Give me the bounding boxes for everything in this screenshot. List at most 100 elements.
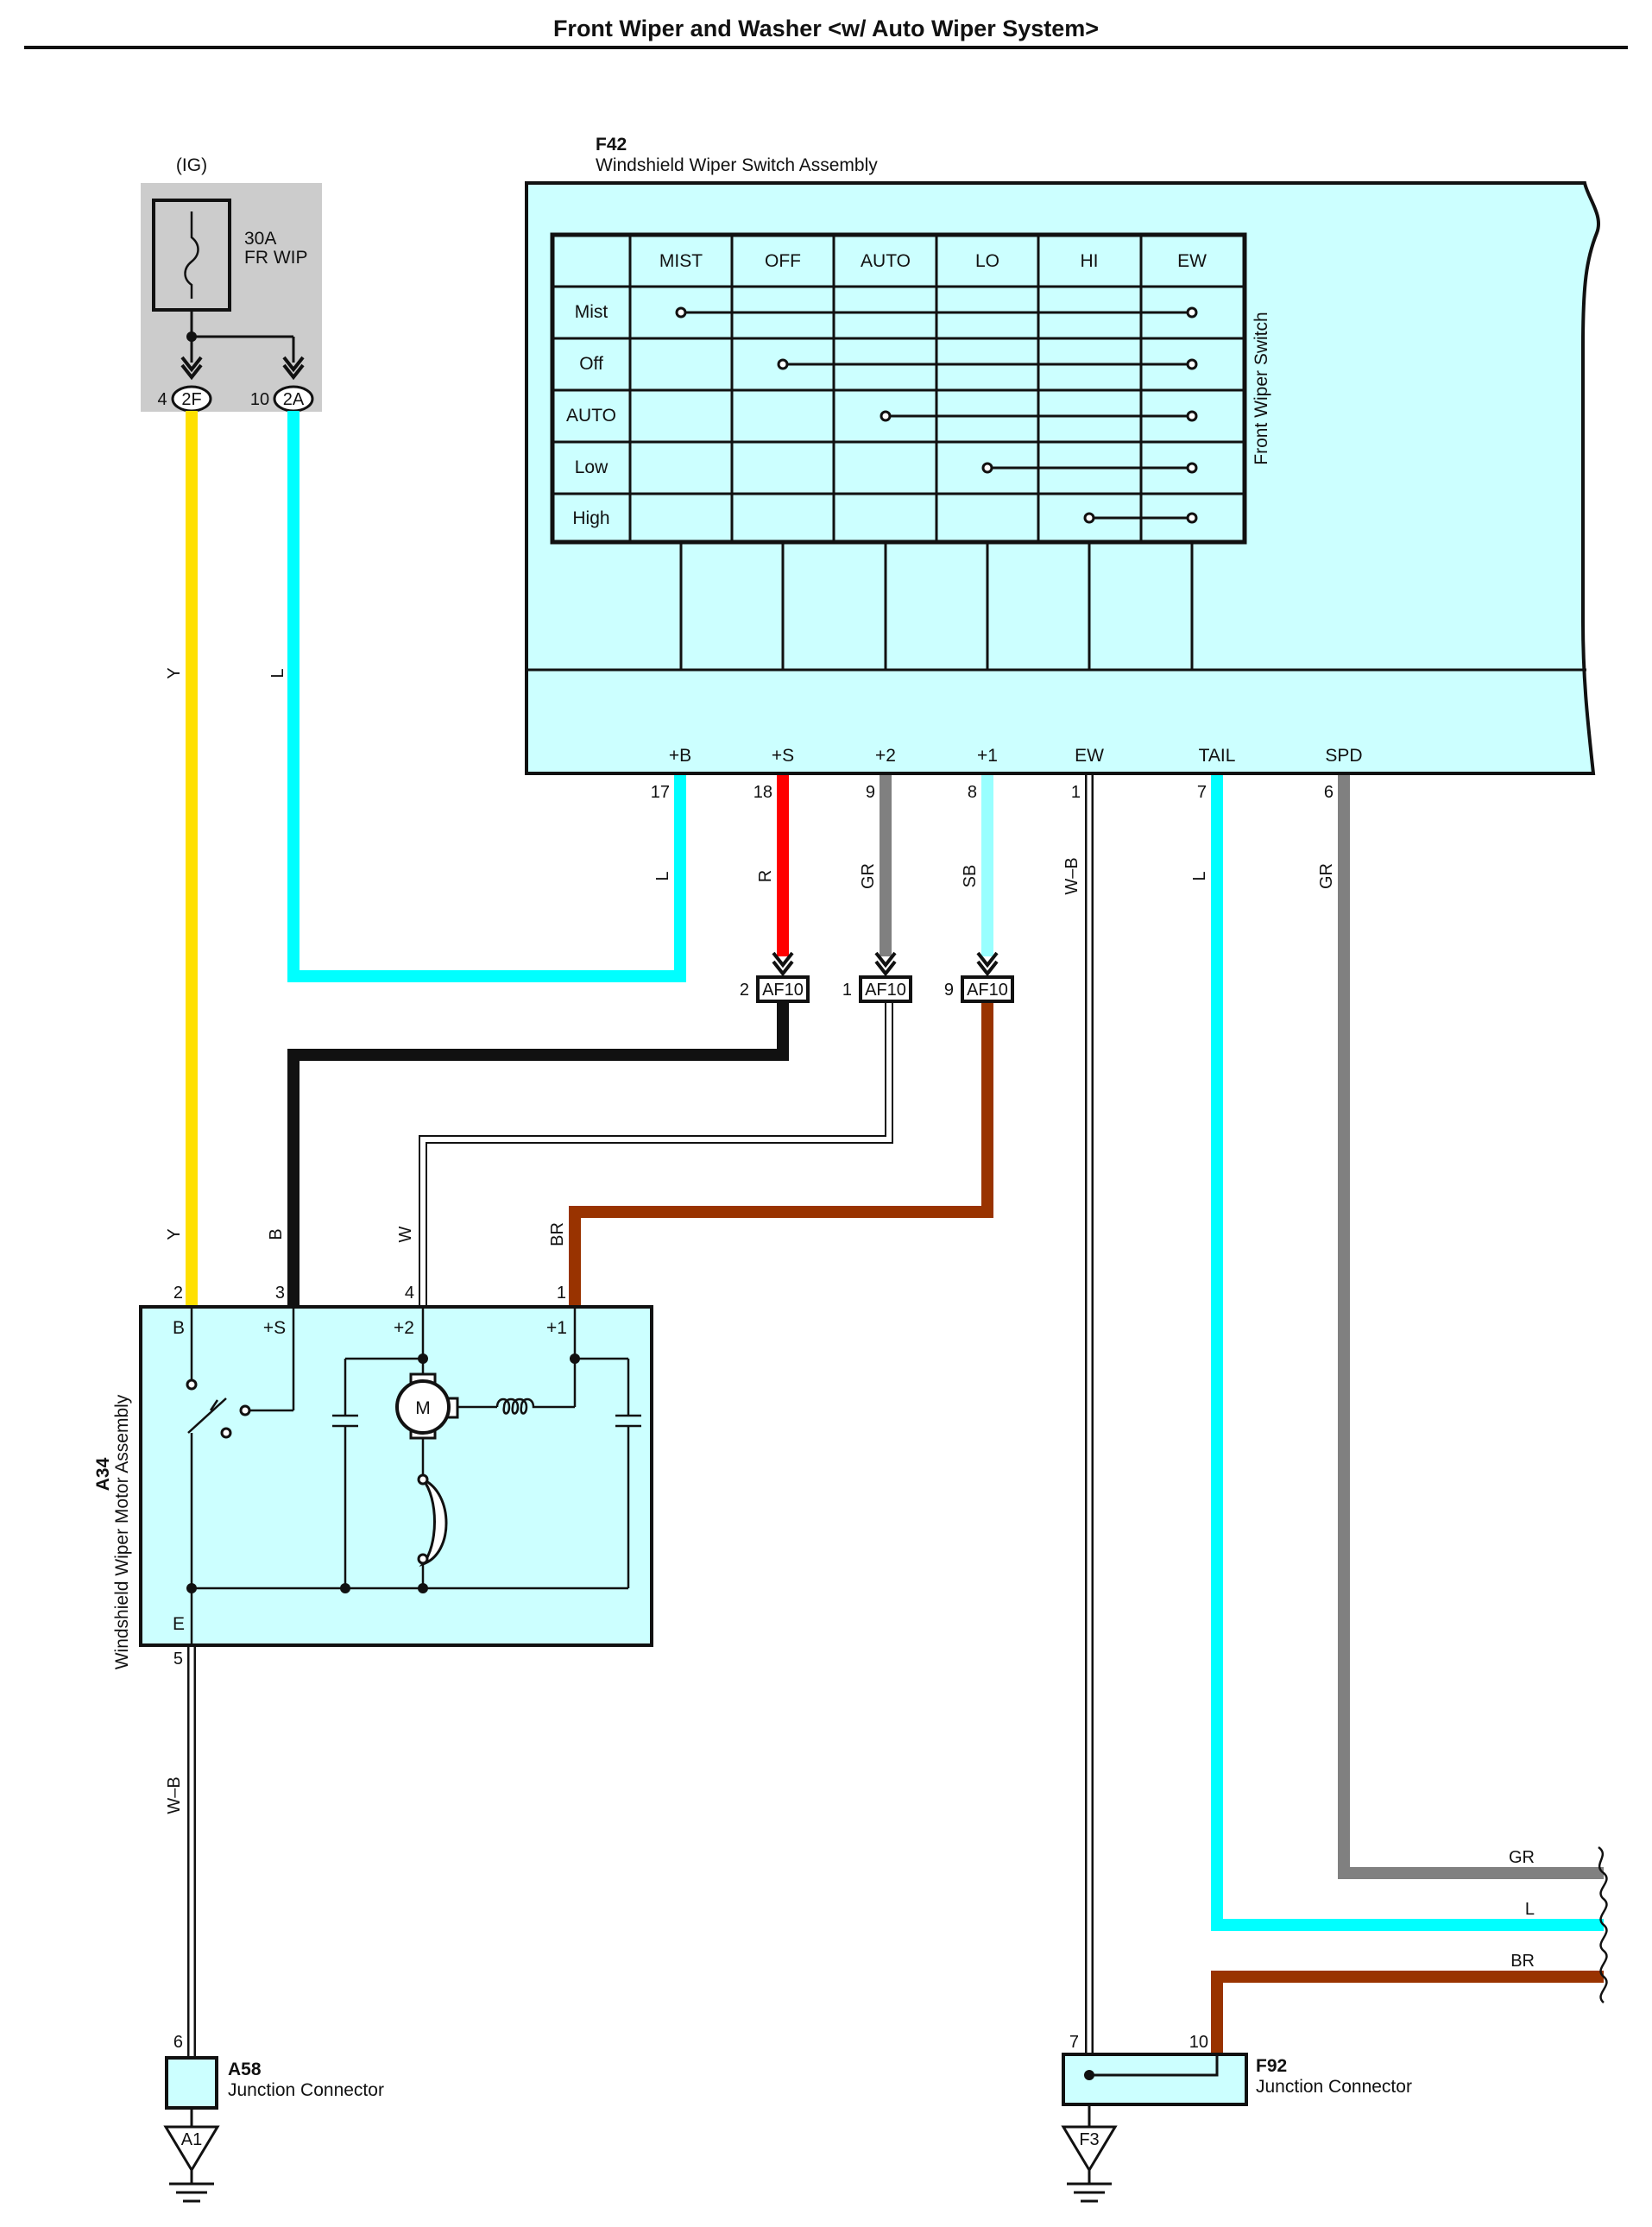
f92-code: F92 — [1256, 2056, 1287, 2076]
af10-label-a: AF10 — [762, 981, 804, 1000]
f92-ground-label: F3 — [1079, 2130, 1099, 2149]
switch-terminal-spd: SPD — [1325, 746, 1362, 766]
af10-chevron-icon — [772, 951, 794, 977]
switch-contact-point — [1083, 512, 1095, 524]
wire-label-motor-s: B — [267, 1228, 286, 1240]
wire-label-motor-b: Y — [165, 1228, 184, 1240]
wire-tail-l — [1211, 773, 1604, 1931]
wire-spd-gr — [1338, 773, 1604, 1879]
switch-contact-point — [675, 306, 687, 319]
switch-terminal-1: +1 — [977, 746, 998, 766]
switch-contact-point — [1186, 358, 1198, 370]
switch-side-label: Front Wiper Switch — [1252, 312, 1271, 464]
switch-terminal-ew: EW — [1075, 746, 1104, 766]
wire-b — [287, 1001, 789, 1307]
wire-label-motor-1: BR — [548, 1222, 567, 1246]
f92-pin-10: 10 — [1189, 2033, 1208, 2052]
col-header-auto: AUTO — [861, 251, 911, 271]
wire-label-sw-b: L — [653, 871, 672, 880]
motor-pin-5: 5 — [173, 1650, 183, 1669]
fuse-split-dot — [186, 331, 197, 342]
col-header-off: OFF — [765, 251, 801, 271]
fuse-block: (IG) 30A FR WIP 2F 4 2A 10 — [141, 155, 322, 413]
switch-pin-9: 9 — [866, 783, 875, 802]
wire-label-motor-2: W — [396, 1226, 415, 1242]
fuse-rating: 30A — [244, 229, 276, 249]
wire-label-y: Y — [165, 667, 184, 678]
fuse-source-label: (IG) — [176, 155, 207, 175]
junction-f92: 7 10 F92 Junction Connector F3 — [1061, 2033, 1412, 2203]
switch-pin-7: 7 — [1197, 783, 1207, 802]
motor-terminal-e: E — [173, 1614, 185, 1634]
motor-icon — [395, 1379, 451, 1435]
switch-contact-point — [880, 410, 892, 422]
junction-a58: 6 A58 Junction Connector A1 — [163, 2033, 384, 2203]
switch-terminal-tail: TAIL — [1199, 746, 1236, 766]
switch-pin-8: 8 — [968, 783, 977, 802]
wire-label-motor-e: W–B — [165, 1776, 184, 1814]
ground-icon — [163, 2125, 220, 2173]
switch-contact-point — [1186, 410, 1198, 422]
motor-symbol-label: M — [415, 1398, 431, 1418]
a58-code: A58 — [228, 2060, 262, 2079]
motor-pin-4: 4 — [405, 1284, 414, 1303]
row-header-high: High — [572, 508, 609, 528]
a58-name: Junction Connector — [228, 2080, 384, 2100]
switch-assembly: F42 Windshield Wiper Switch Assembly Fro… — [525, 135, 1600, 802]
af10-label-b: AF10 — [865, 981, 906, 1000]
wire-f92-br — [1211, 1971, 1604, 2054]
wire-label-cont-l: L — [1525, 1900, 1535, 1919]
fuse-name: FR WIP — [244, 248, 308, 268]
f92-pin-7: 7 — [1069, 2033, 1079, 2052]
af10-connectors: AF10 AF10 AF10 2 1 9 — [740, 951, 1014, 1003]
switch-terminal-b: +B — [669, 746, 691, 766]
af10-chevron-icon — [874, 951, 897, 977]
switch-terminal-s: +S — [772, 746, 794, 766]
wire-br — [569, 1001, 993, 1307]
col-header-hi: HI — [1081, 251, 1099, 271]
coil-icon — [495, 1397, 545, 1415]
connector-chevron-icon — [282, 356, 305, 381]
wire-w-outline — [419, 1001, 893, 1307]
switch-pin-1: 1 — [1071, 783, 1081, 802]
af10-connector-c — [961, 975, 1014, 1003]
wire-label-l: L — [268, 668, 287, 678]
switch-body — [525, 181, 1600, 775]
row-header-low: Low — [575, 457, 608, 477]
motor-assembly: A34 Windshield Wiper Motor Assembly 2 3 … — [93, 1284, 653, 1669]
motor-pin-3: 3 — [275, 1284, 285, 1303]
motor-code: A34 — [93, 1457, 113, 1491]
switch-name: Windshield Wiper Switch Assembly — [596, 155, 878, 175]
af10-connector-b — [859, 975, 912, 1003]
motor-name: Windshield Wiper Motor Assembly — [112, 1394, 132, 1669]
switch-contact-icon — [239, 1404, 251, 1416]
connector-2f-label: 2F — [181, 390, 201, 409]
wire-label-sw-spd: GR — [1317, 863, 1336, 889]
connector-2a-label: 2A — [283, 390, 305, 409]
motor-terminal-s: +S — [263, 1318, 286, 1338]
col-header-lo: LO — [975, 251, 999, 271]
motor-terminal-b: B — [173, 1318, 185, 1338]
connector-2f-pin: 4 — [157, 390, 167, 409]
wire-label-sw-ew: W–B — [1062, 857, 1081, 894]
a58-connector — [165, 2056, 218, 2110]
af10-connector-a — [756, 975, 810, 1003]
col-header-mist: MIST — [659, 251, 703, 271]
af10-pin-a: 2 — [740, 981, 749, 1000]
af10-pin-c: 9 — [944, 981, 954, 1000]
switch-contact-point — [777, 358, 789, 370]
row-header-auto: AUTO — [566, 406, 616, 426]
connector-chevron-icon — [180, 356, 203, 381]
a58-ground-label: A1 — [181, 2130, 202, 2149]
wire-label-sw-2: GR — [859, 863, 878, 889]
wires — [186, 411, 1604, 2072]
switch-contact-point — [1186, 462, 1198, 474]
switch-contact-point — [981, 462, 993, 474]
motor-pin-1: 1 — [557, 1284, 566, 1303]
a58-pin: 6 — [173, 2033, 183, 2052]
switch-pin-18: 18 — [753, 783, 772, 802]
af10-pin-b: 1 — [842, 981, 852, 1000]
wire-w — [420, 1001, 892, 1307]
wire-label-sw-1: SB — [961, 865, 980, 888]
